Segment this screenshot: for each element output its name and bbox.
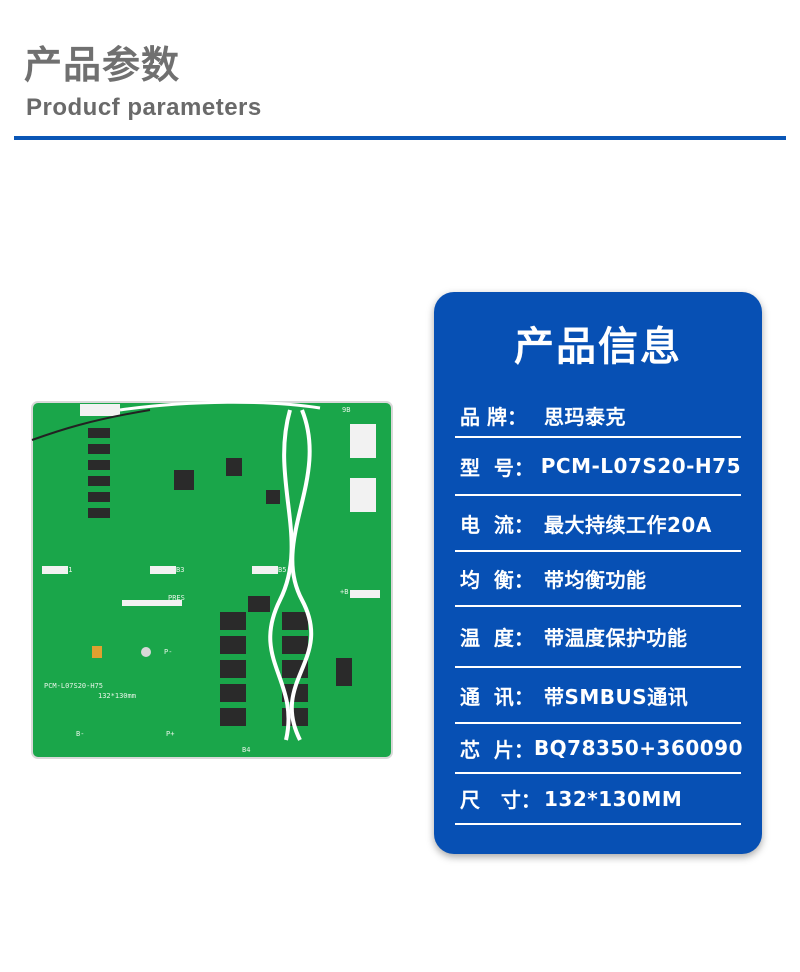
- info-row-current: 电 流： 最大持续工作20A: [455, 496, 741, 552]
- product-info-card: 产品信息 品 牌： 思玛泰克 型 号：PCM-L07S20-H75 电 流： 最大持…: [434, 292, 762, 854]
- row-value: 132*130MM: [544, 786, 683, 811]
- row-label: 芯 片：: [460, 737, 534, 762]
- row-value: 最大持续工作20A: [544, 512, 712, 537]
- pcb-label: 132*130mm: [98, 692, 136, 700]
- pcb-label: PRES: [168, 594, 185, 602]
- pcb-label: PCM-L07S20-H75: [44, 682, 103, 690]
- row-label: 尺 寸：: [460, 788, 541, 812]
- pcb-label: B-: [76, 730, 84, 738]
- row-value: PCM-L07S20-H75: [540, 454, 741, 478]
- pcb-label: B4: [242, 746, 250, 754]
- row-label: 型 号：: [460, 455, 534, 480]
- info-row-model: 型 号：PCM-L07S20-H75: [455, 438, 741, 496]
- row-label: 均 衡：: [460, 568, 534, 592]
- product-pcb-image: B1 B3 B5 +B PRES P- P+ B- B4 9B PCM-L07S…: [31, 400, 393, 759]
- row-value: 带均衡功能: [544, 568, 647, 592]
- info-row-chip: 芯 片：BQ78350+360090: [455, 724, 744, 774]
- pcb-label: 9B: [342, 406, 350, 414]
- info-row-size: 尺 寸： 132*130MM: [455, 774, 741, 825]
- card-title: 产品信息: [514, 324, 682, 370]
- info-row-balance: 均 衡： 带均衡功能: [455, 552, 741, 607]
- row-label: 电 流：: [460, 512, 534, 537]
- row-label: 通 讯：: [460, 684, 534, 709]
- pcb-label: B5: [278, 566, 286, 574]
- row-value: 带SMBUS通讯: [544, 684, 689, 709]
- pcb-label: P+: [166, 730, 174, 738]
- pcb-label: B3: [176, 566, 184, 574]
- pcb-label: B1: [64, 566, 72, 574]
- row-value: 思玛泰克: [544, 404, 626, 429]
- header-divider: [14, 136, 786, 140]
- row-value: 带温度保护功能: [544, 626, 688, 650]
- row-label: 温 度：: [460, 626, 534, 650]
- info-row-brand: 品 牌： 思玛泰克: [455, 394, 741, 438]
- pcb-label: +B: [340, 588, 348, 596]
- row-value: BQ78350+360090: [533, 736, 744, 760]
- row-label: 品 牌：: [460, 404, 527, 429]
- pcb-label: P-: [164, 648, 172, 656]
- section-title-en: Producf parameters: [26, 94, 262, 121]
- section-title-cn: 产品参数: [24, 43, 181, 87]
- info-row-temperature: 温 度： 带温度保护功能: [455, 607, 741, 668]
- info-row-communication: 通 讯： 带SMBUS通讯: [455, 668, 741, 724]
